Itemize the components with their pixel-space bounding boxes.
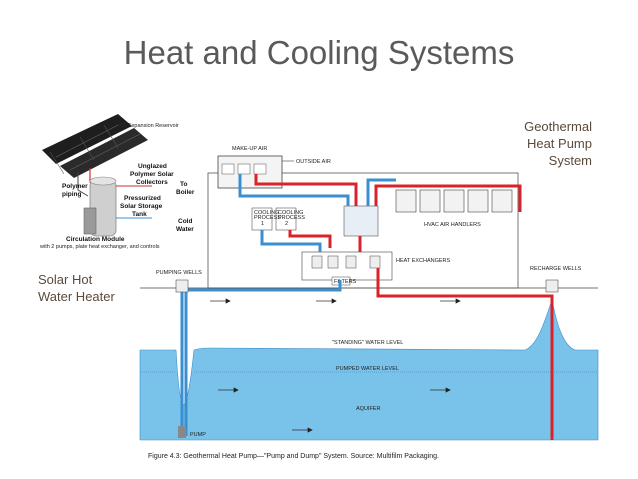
to-boiler-text-1: To	[180, 181, 187, 188]
unglazed-text-1: Unglazed	[138, 163, 167, 170]
heat-exchangers-text: HEAT EXCHANGERS	[396, 258, 451, 264]
unglazed-text-2: Polymer Solar	[130, 171, 174, 178]
geothermal-label-line2: Heat Pump	[526, 136, 592, 151]
cooling-process-2-b: PROCESS	[278, 215, 305, 221]
solar-label-line1: Solar Hot	[38, 272, 93, 287]
expansion-reservoir-icon	[118, 122, 126, 127]
unglazed-text-3: Collectors	[136, 179, 168, 186]
central-control-unit	[343, 205, 379, 237]
hvac-air-handlers	[395, 189, 513, 213]
makeup-air-text: MAKE-UP AIR	[232, 146, 267, 152]
solar-panel-front	[42, 114, 132, 164]
cold-water-piping	[180, 174, 396, 436]
flow-arrows	[210, 298, 461, 433]
recharge-wells-text: RECHARGE WELLS	[530, 266, 582, 272]
polymer-text-2: piping	[62, 191, 82, 198]
solar-storage-tank	[83, 176, 117, 237]
filters-text: FILTERS	[334, 279, 357, 285]
page-title: Heat and Cooling Systems	[123, 34, 515, 71]
cooling-process-1-c: 1	[261, 221, 264, 227]
geothermal-label-line1: Geothermal	[524, 119, 592, 134]
solar-label-line2: Water Heater	[38, 289, 115, 304]
solar-panels	[42, 114, 148, 178]
pumping-well-head	[175, 279, 189, 293]
cooling-process-2-c: 2	[285, 221, 288, 227]
cooling-process-2-box	[275, 207, 297, 231]
pumped-water-level-text: PUMPED WATER LEVEL	[336, 366, 399, 372]
pressurized-text-3: Tank	[132, 211, 147, 218]
polymer-text-1: Polymer	[62, 183, 88, 190]
standing-water-level-text: "STANDING" WATER LEVEL	[332, 340, 403, 346]
to-boiler-text-2: Boiler	[176, 189, 195, 196]
cold-water-text-2: Water	[176, 226, 194, 233]
pumping-wells-text: PUMPING WELLS	[156, 270, 202, 276]
cooling-process-1-b: PROCESS	[254, 215, 281, 221]
cooling-process-1-a: COOLING	[254, 210, 279, 216]
cold-water-text-1: Cold	[178, 218, 192, 225]
geothermal-label: Geothermal Heat Pump System	[472, 118, 592, 169]
aquifer-text: AQUIFER	[356, 406, 380, 412]
pump-icon	[178, 426, 186, 438]
hot-water-piping	[254, 174, 554, 440]
outside-air-text: OUTSIDE AIR	[296, 159, 331, 165]
circulation-module-box	[83, 207, 97, 235]
solar-pipe-return	[77, 172, 89, 197]
circulation-text-2: with 2 pumps, plate heat exchanger, and …	[39, 244, 160, 250]
pressurized-text-1: Pressurized	[124, 195, 161, 202]
geothermal-label-line3: System	[548, 153, 592, 168]
cooling-process-2-a: COOLING	[278, 210, 303, 216]
figure-caption: Figure 4.3: Geothermal Heat Pump—"Pump a…	[148, 453, 439, 460]
circulation-text-1: Circulation Module	[66, 236, 125, 243]
pump-text: PUMP	[190, 432, 206, 438]
pressurized-text-2: Solar Storage	[120, 203, 163, 210]
building-outline	[207, 172, 519, 289]
geothermal-diagram: MAKE-UP AIR OUTSIDE AIR COOLING PROCESS …	[139, 146, 599, 441]
solar-panel-back	[60, 128, 148, 178]
solar-diagram: Expansion Reservoir Unglazed Polymer Sol…	[39, 114, 195, 250]
expansion-reservoir-text: Expansion Reservoir	[128, 123, 179, 129]
solar-label: Solar Hot Water Heater	[38, 271, 138, 305]
hvac-air-handlers-text: HVAC AIR HANDLERS	[424, 222, 481, 228]
recharge-well-head	[545, 279, 559, 293]
